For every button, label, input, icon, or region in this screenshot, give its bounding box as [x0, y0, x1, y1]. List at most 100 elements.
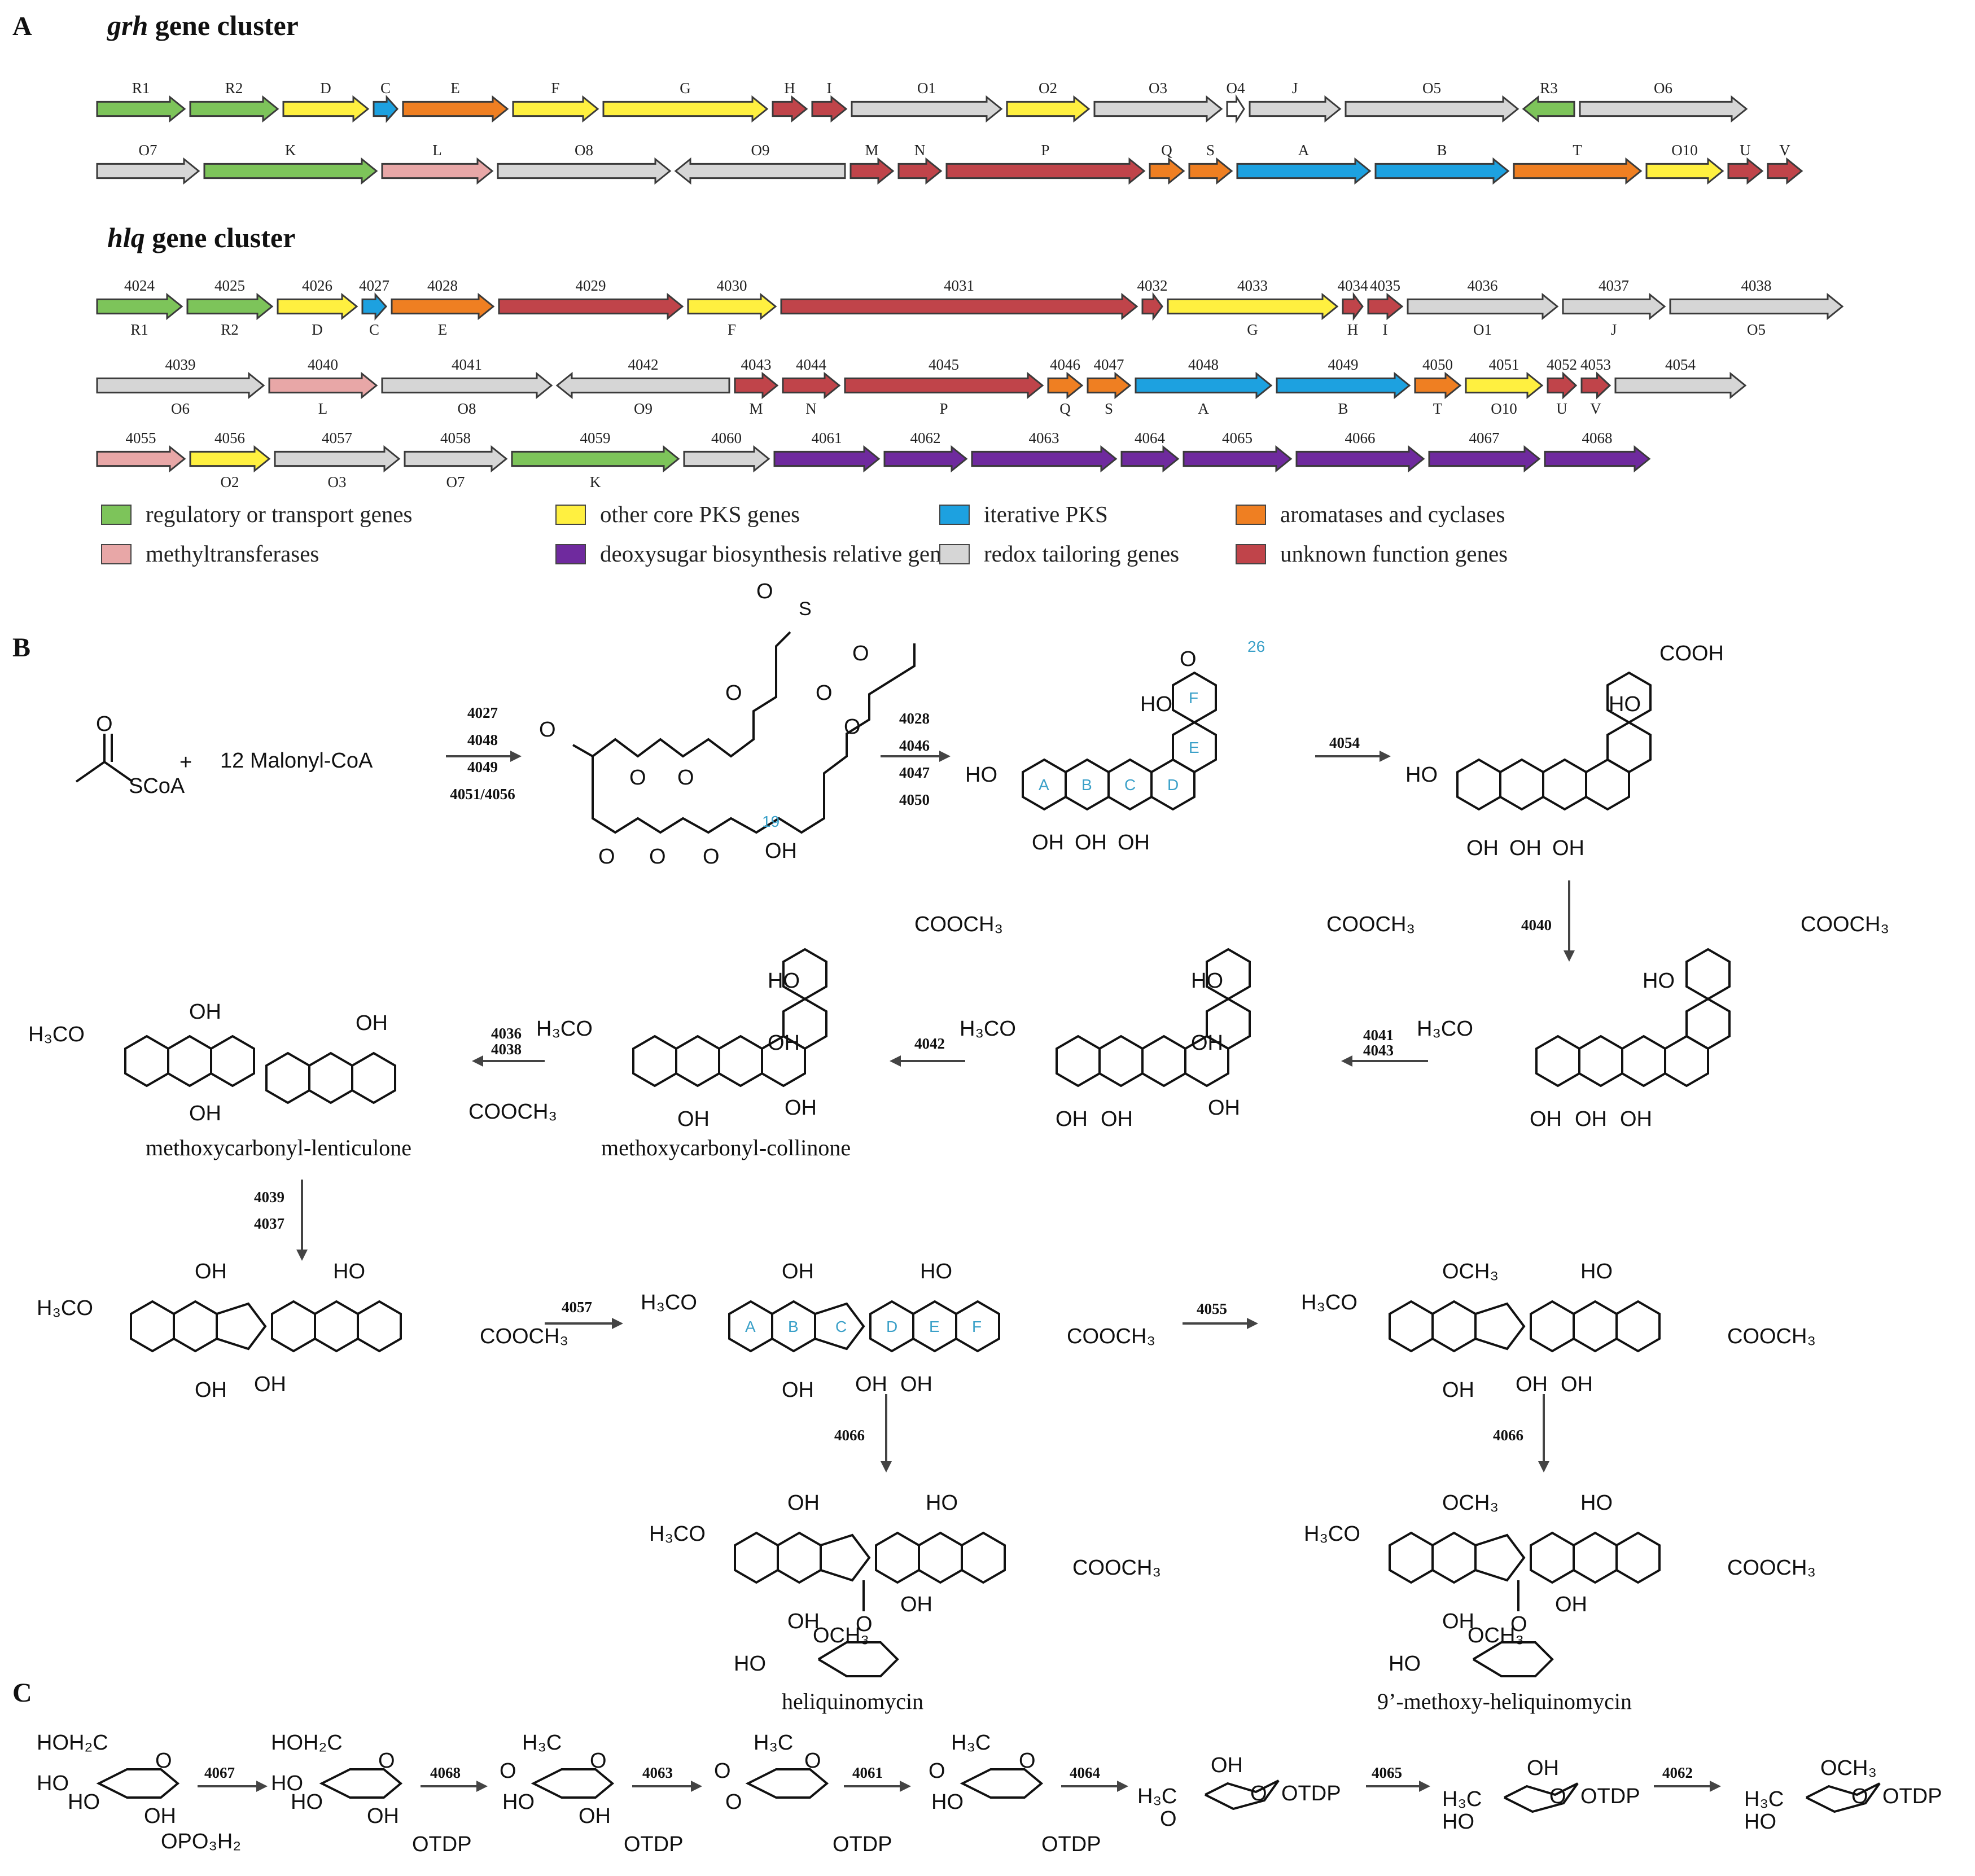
- gene-4061-id: 4061: [812, 429, 842, 446]
- ho-group: HO: [1191, 969, 1223, 993]
- gene-4056-arrow: [189, 445, 271, 473]
- och3-group: OCH₃: [1468, 1624, 1524, 1647]
- legend-label-methyltransferase: methyltransferases: [146, 541, 319, 567]
- gene-V-label: V: [1779, 142, 1790, 159]
- gene-4027-grh-label: C: [369, 321, 379, 338]
- otdp-group: OTDP: [1580, 1785, 1640, 1808]
- methoxycarbonyl-collinone-structure: H₃CO OH OH OH HO COOCH₃: [536, 913, 1003, 1131]
- h3c-group: H₃C: [522, 1731, 562, 1755]
- gene-4053-arrow: [1580, 371, 1611, 400]
- enzyme-label: 4038: [491, 1041, 522, 1058]
- gene-O6-label: O6: [1654, 80, 1672, 97]
- gene-4064-arrow: [1120, 445, 1180, 473]
- oh-group: OH: [782, 1378, 814, 1402]
- heliquinomycin-structure: H₃CO OH OH OH O HO COOCH₃ OCH₃ HO: [649, 1491, 1161, 1677]
- ho-group: HO: [1609, 692, 1641, 716]
- gene-E-label: E: [450, 80, 460, 97]
- o-atom: O: [844, 715, 861, 739]
- gene-H-arrow: [772, 95, 808, 123]
- gene-K-label: K: [285, 142, 296, 159]
- gene-4037-id: 4037: [1599, 277, 1629, 294]
- gene-4037-arrow: [1562, 292, 1666, 321]
- ho-group: HO: [291, 1790, 323, 1814]
- gene-I-arrow: [811, 95, 848, 123]
- gene-4035-arrow: [1367, 292, 1404, 321]
- gene-4039-grh-label: O6: [171, 400, 190, 417]
- gene-O6-arrow: [1579, 95, 1748, 123]
- gene-4025-arrow: [186, 292, 274, 321]
- gene-R2-label: R2: [225, 80, 243, 97]
- h3co-group: H₃CO: [649, 1522, 706, 1546]
- oh-group: OH: [1211, 1754, 1243, 1777]
- o-atom: O: [677, 766, 694, 790]
- gene-O2-arrow: [1006, 95, 1091, 123]
- enzyme-label: 4057: [562, 1299, 592, 1316]
- gene-4065-arrow: [1183, 445, 1293, 473]
- gene-4030-id: 4030: [717, 277, 747, 294]
- gene-4047-grh-label: S: [1105, 400, 1113, 417]
- gene-4041-arrow: [381, 371, 553, 400]
- ring-label: E: [929, 1318, 940, 1335]
- gene-4031-arrow: [780, 292, 1138, 321]
- o-atom: O: [96, 712, 113, 736]
- oh-group: OH: [1555, 1593, 1587, 1616]
- gene-U-label: U: [1740, 142, 1751, 159]
- gene-4039-arrow: [96, 371, 265, 400]
- gene-Q-label: Q: [1161, 142, 1172, 159]
- gene-4051-arrow: [1465, 371, 1544, 400]
- oh-group: OH: [1575, 1107, 1607, 1131]
- gene-4044-arrow: [782, 371, 841, 400]
- gene-4046-grh-label: Q: [1059, 400, 1071, 417]
- plus-sign: +: [179, 751, 192, 774]
- gene-D-arrow: [282, 95, 370, 123]
- gene-4036-id: 4036: [1468, 277, 1498, 294]
- o-atom: O: [1549, 1785, 1566, 1808]
- gene-4042-arrow: [555, 371, 730, 400]
- o-atom: O: [714, 1759, 731, 1783]
- oh-group: OH: [1509, 836, 1542, 860]
- gene-4029-id: 4029: [576, 277, 606, 294]
- gene-4052-arrow: [1547, 371, 1578, 400]
- ho-group: HO: [1389, 1652, 1421, 1676]
- gene-4026-grh-label: D: [312, 321, 323, 338]
- o-atom: O: [155, 1749, 172, 1773]
- gene-V-arrow: [1767, 157, 1803, 185]
- h3co-group: H₃CO: [641, 1291, 697, 1314]
- gene-4051-id: 4051: [1489, 356, 1519, 373]
- carbon-19-label: 19: [762, 813, 780, 830]
- gene-4029-arrow: [498, 292, 684, 321]
- o-atom: O: [590, 1749, 607, 1773]
- gene-N-label: N: [914, 142, 926, 159]
- gene-O8-label: O8: [575, 142, 593, 159]
- gene-O7-arrow: [96, 157, 200, 185]
- gene-4036-arrow: [1407, 292, 1559, 321]
- oh-group: OH: [1442, 1378, 1474, 1402]
- oh-group: OH: [1527, 1756, 1559, 1780]
- legend-label-deoxysugar: deoxysugar biosynthesis relative genes: [600, 541, 961, 567]
- ho-group: HO: [333, 1260, 365, 1283]
- enzyme-label: 4043: [1363, 1042, 1394, 1059]
- gene-4062-id: 4062: [910, 429, 941, 446]
- gene-4025-id: 4025: [214, 277, 245, 294]
- gene-4044-grh-label: N: [805, 400, 817, 417]
- compound-name: methoxycarbonyl-collinone: [601, 1135, 851, 1160]
- gene-R2-arrow: [189, 95, 279, 123]
- cooch3-group: COOCH₃: [1072, 1556, 1161, 1580]
- legend-label-unknown: unknown function genes: [1280, 541, 1508, 567]
- enzyme-label: 4047: [899, 764, 930, 781]
- gene-4033-grh-label: G: [1247, 321, 1258, 338]
- o-atom: O: [1160, 1807, 1177, 1831]
- oh-group: OH: [1530, 1107, 1562, 1131]
- otdp-group: OTDP: [833, 1833, 892, 1856]
- gene-4026-arrow: [277, 292, 358, 321]
- gene-J-label: J: [1292, 80, 1298, 97]
- hlq-gene-row-2: 4039O64040L4041O84042O94043M4044N4045P40…: [96, 356, 1747, 417]
- methoxycarbonyl-lenticulone-structure: H₃CO OH OH OH COOCH₃: [28, 1000, 557, 1125]
- cooh-group: COOH: [1659, 642, 1724, 665]
- gene-4040-grh-label: L: [318, 400, 328, 417]
- ho-group: HO: [931, 1790, 964, 1814]
- o-atom: O: [598, 845, 615, 869]
- gene-4052-grh-label: U: [1556, 400, 1567, 417]
- gene-4050-grh-label: T: [1433, 400, 1443, 417]
